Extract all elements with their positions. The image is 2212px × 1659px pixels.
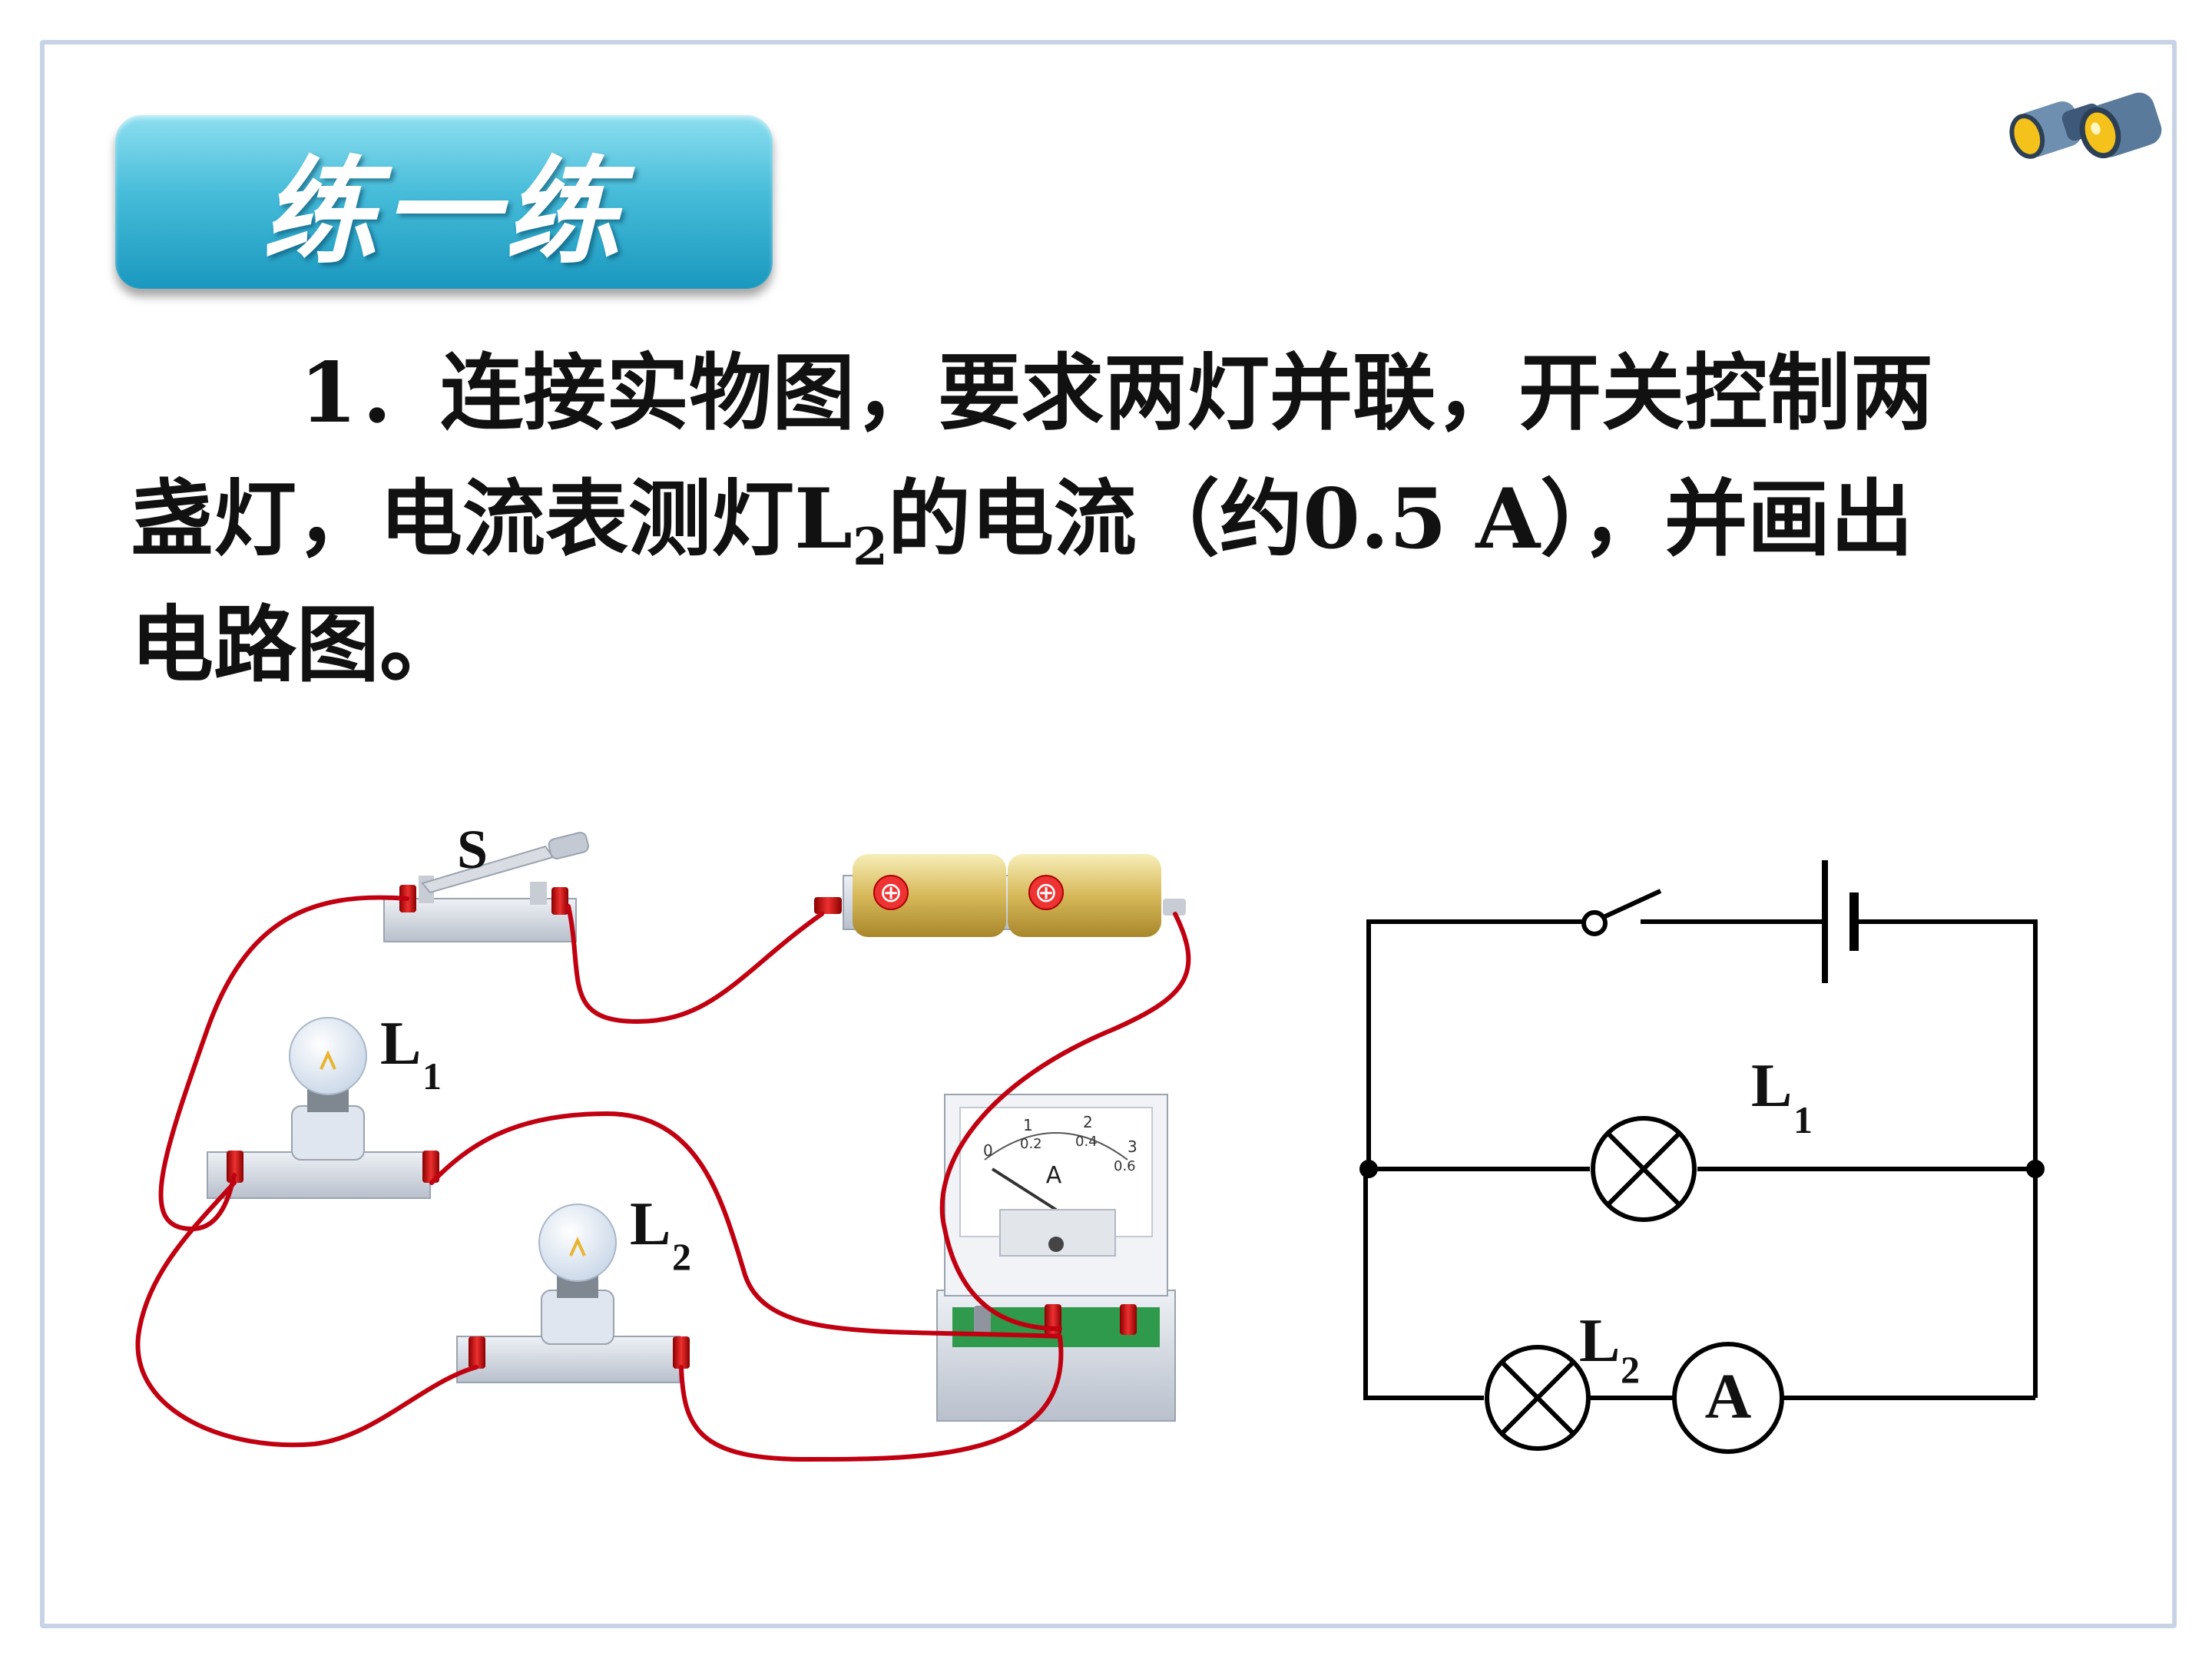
schematic-lamp-1-label: L	[1751, 1052, 1792, 1120]
schematic-lamp-1-subscript: 1	[1793, 1098, 1813, 1141]
schematic-ammeter-symbol: A	[1705, 1361, 1752, 1432]
schematic-switch	[1581, 889, 1662, 936]
schematic-wires	[1363, 919, 2038, 1400]
wires	[135, 895, 1191, 1462]
question-line-2: 盏灯，电流表测灯L2的电流（约0.5 A），并画出	[131, 471, 1914, 577]
schematic-ammeter: A	[1672, 1342, 1784, 1454]
battery-pack: ⊕ ⊕	[814, 854, 1186, 937]
ammeter-tick-bottom-2: 0.6	[1114, 1158, 1136, 1174]
question-text: 1．连接实物图，要求两灯并联，开关控制两 盏灯，电流表测灯L2的电流（约0.5 …	[131, 330, 2020, 708]
ammeter-physical: A 0 1 2 3 0.2 0.4 0.6	[936, 1094, 1176, 1422]
lamp-1-physical	[207, 1017, 439, 1199]
lamp-2-subscript: 2	[672, 1235, 691, 1278]
schematic-lamp-2-label: L	[1579, 1307, 1620, 1375]
lamp-2-physical	[456, 1204, 690, 1383]
ammeter-tick-top-2: 2	[1083, 1113, 1093, 1131]
slide-frame	[40, 40, 2177, 1628]
binoculars-icon	[2009, 92, 2162, 159]
ammeter-tick-bottom-1: 0.4	[1075, 1134, 1098, 1150]
schematic-lamp-1	[1591, 1116, 1697, 1222]
ammeter-tick-top-0: 0	[983, 1141, 993, 1160]
lamp-1-subscript: 1	[422, 1055, 442, 1098]
junction-left	[1359, 1160, 1378, 1178]
knife-switch	[383, 832, 589, 942]
switch-label: S	[457, 819, 488, 880]
ammeter-dial-symbol: A	[1046, 1162, 1062, 1189]
section-heading-box: 练一练	[115, 115, 773, 289]
battery-plus-mark-1: ⊕	[879, 877, 902, 909]
schematic-lamp-2-subscript: 2	[1621, 1348, 1640, 1391]
lamp-1-label: L	[380, 1010, 421, 1078]
lamp-2-label: L	[630, 1190, 671, 1258]
ammeter-tick-bottom-0: 0.2	[1020, 1136, 1042, 1152]
circuit-schematic: A L 1 L 2	[1359, 860, 2045, 1454]
physical-circuit-diagram: S ⊕ ⊕ L 1 L 2	[135, 819, 1191, 1462]
question-line-3: 电路图。	[131, 597, 463, 694]
schematic-battery	[1822, 860, 1859, 983]
schematic-lamp-2	[1485, 1345, 1591, 1451]
junction-right	[2026, 1160, 2045, 1178]
ammeter-tick-top-1: 1	[1023, 1116, 1033, 1134]
section-heading: 练一练	[261, 145, 626, 280]
ammeter-tick-top-3: 3	[1128, 1137, 1137, 1156]
question-line-1: 1．连接实物图，要求两灯并联，开关控制两	[300, 345, 1934, 442]
battery-plus-mark-2: ⊕	[1035, 877, 1058, 909]
